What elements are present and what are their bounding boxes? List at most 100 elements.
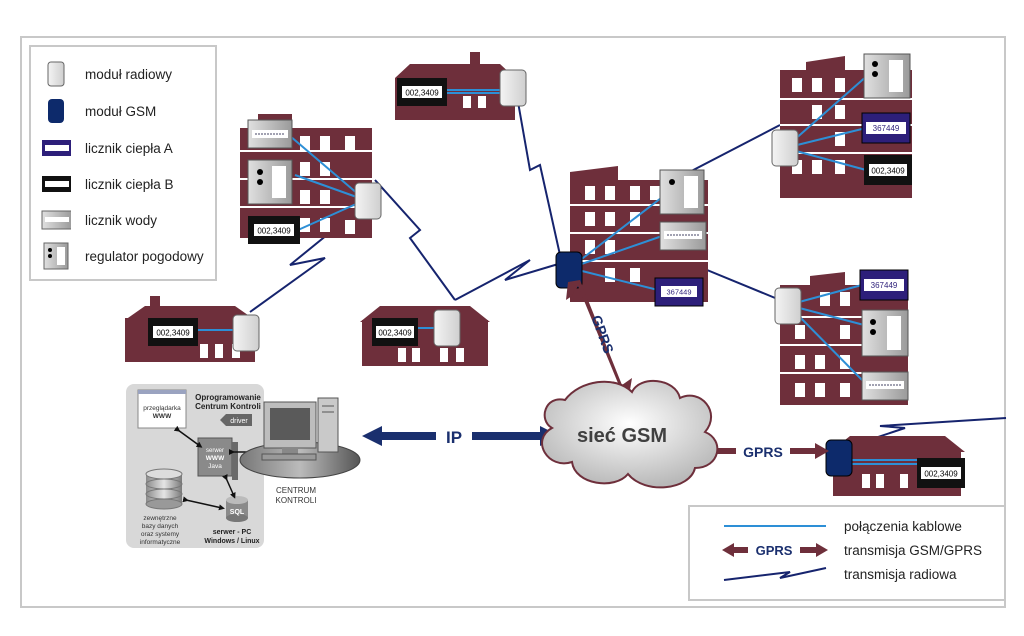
heat-meter-a-icon: 367449 <box>859 269 909 301</box>
radio-module-icon <box>47 61 65 87</box>
heat-meter-b-icon: 002,3409 <box>372 318 418 346</box>
cable-connections <box>195 74 920 465</box>
svg-text:WWW: WWW <box>206 455 225 462</box>
pc-monitor-icon <box>263 401 317 454</box>
legend-item: moduł radiowy <box>41 59 172 89</box>
heat-meters-a: 367449 367449 367449 <box>654 112 911 307</box>
heat-meter-b-icon: 002,3409 <box>397 78 447 106</box>
svg-text:367449: 367449 <box>666 288 691 297</box>
svg-text:Oprogramowanie: Oprogramowanie <box>195 393 261 402</box>
weather-regulator-icon <box>247 159 293 205</box>
radio-link <box>454 259 566 301</box>
weather-regulators <box>247 53 911 357</box>
heat-meter-a-icon: 367449 <box>861 112 911 144</box>
heat-meter-b-icon: 002,3409 <box>248 216 300 244</box>
ip-label: IP <box>446 428 462 447</box>
radio-module-icon <box>771 129 799 167</box>
gprs-horizontal-arrow: GPRS <box>700 440 829 462</box>
diagram-frame <box>20 36 1006 608</box>
legend-item: licznik wody <box>41 205 157 235</box>
gsm-modules <box>555 251 853 477</box>
radio-module-icon <box>354 182 382 220</box>
svg-text:serwer: serwer <box>206 448 224 454</box>
svg-text:002,3409: 002,3409 <box>378 329 412 338</box>
gprs-vertical-label: GPRS <box>588 313 617 356</box>
svg-text:002,3409: 002,3409 <box>156 329 190 338</box>
gsm-module-icon <box>825 439 853 477</box>
gsm-cloud-label: sieć GSM <box>577 425 667 447</box>
heat-meter-b-icon <box>42 176 71 192</box>
heat-meter-b-icon: 002,3409 <box>917 458 965 488</box>
legend-item: regulator pogodowy <box>41 241 204 271</box>
keyboard-icon <box>261 453 317 461</box>
legend-label: moduł radiowy <box>85 66 173 82</box>
svg-text:Windows / Linux: Windows / Linux <box>204 538 259 545</box>
gprs-badge: GPRS <box>756 543 793 558</box>
ip-arrow: IP <box>362 424 560 448</box>
legend-label: licznik wody <box>85 212 158 228</box>
svg-text:002,3409: 002,3409 <box>405 89 439 98</box>
radio-module-icon <box>433 309 461 347</box>
legend-label: regulator pogodowy <box>85 248 204 264</box>
external-databases <box>145 468 183 510</box>
radio-module-icon <box>232 314 260 352</box>
svg-text:002,3409: 002,3409 <box>257 227 291 236</box>
svg-text:002,3409: 002,3409 <box>924 470 958 479</box>
svg-text:zewnętrzne: zewnętrzne <box>143 515 177 522</box>
water-meter-icon <box>861 371 909 401</box>
radio-module-icon <box>499 69 527 107</box>
svg-text:KONTROLI: KONTROLI <box>276 496 317 505</box>
svg-text:367449: 367449 <box>873 124 900 133</box>
svg-text:oraz systemy: oraz systemy <box>141 531 180 538</box>
heat-meter-b-icon: 002,3409 <box>864 155 912 185</box>
gsm-cloud: sieć GSM <box>541 379 719 489</box>
water-meter-icon <box>247 119 293 149</box>
svg-text:002,3409: 002,3409 <box>871 167 905 176</box>
legend-label: transmisja GSM/GPRS <box>844 542 983 558</box>
svg-text:WWW: WWW <box>153 413 172 420</box>
water-meter-icon <box>41 210 71 230</box>
svg-text:CENTRUM: CENTRUM <box>276 486 316 495</box>
svg-text:bazy danych: bazy danych <box>142 523 179 530</box>
pc-tower-icon <box>317 397 339 453</box>
weather-regulator-icon <box>43 242 69 270</box>
weather-regulator-icon <box>659 169 705 215</box>
legend-item: licznik ciepła A <box>41 133 173 163</box>
sql-database: SQL <box>226 496 248 522</box>
driver-tag <box>220 414 252 426</box>
legend-label: transmisja radiowa <box>844 566 957 582</box>
radio-modules <box>232 69 802 352</box>
legend-item: moduł GSM <box>41 96 156 126</box>
radio-module-icon <box>774 287 802 325</box>
legend-item-cable: połączenia kablowe <box>720 515 962 537</box>
weather-regulator-icon <box>863 53 911 99</box>
weather-regulator-icon <box>861 309 909 357</box>
svg-text:367449: 367449 <box>871 281 898 290</box>
browser-window <box>137 389 187 429</box>
heat-meter-a-icon <box>42 140 71 156</box>
svg-text:Java: Java <box>208 463 222 470</box>
control-center: przeglądarka WWW Oprogramowanie Centrum … <box>126 384 361 548</box>
legend-item-gprs: GPRS transmisja GSM/GPRS <box>720 539 982 561</box>
legend-label: licznik ciepła B <box>85 176 174 192</box>
server-www-java <box>197 437 233 477</box>
legend-item: licznik ciepła B <box>41 169 174 199</box>
svg-text:serwer - PC: serwer - PC <box>213 529 252 536</box>
radio-zigzag-icon <box>723 567 827 581</box>
cable-line-icon <box>724 525 826 527</box>
gprs-horizontal-label: GPRS <box>743 444 783 460</box>
connection-legend: połączenia kablowe GPRS transmisja GSM/G… <box>688 505 1006 601</box>
svg-text:przeglądarka: przeglądarka <box>143 405 181 412</box>
heat-meter-a-icon: 367449 <box>654 277 704 307</box>
radio-link <box>514 84 561 256</box>
svg-text:informatyczne: informatyczne <box>140 539 181 546</box>
svg-text:SQL: SQL <box>230 509 245 516</box>
legend-label: połączenia kablowe <box>844 518 962 534</box>
gprs-arrow-icon: GPRS <box>722 542 828 558</box>
heat-meters-b: 002,3409 002,3409 002,3409 002,3409 002,… <box>148 78 965 488</box>
svg-text:driver: driver <box>230 418 248 425</box>
heat-meter-b-icon: 002,3409 <box>148 318 198 346</box>
water-meters <box>247 119 909 401</box>
legend-label: moduł GSM <box>85 103 157 119</box>
